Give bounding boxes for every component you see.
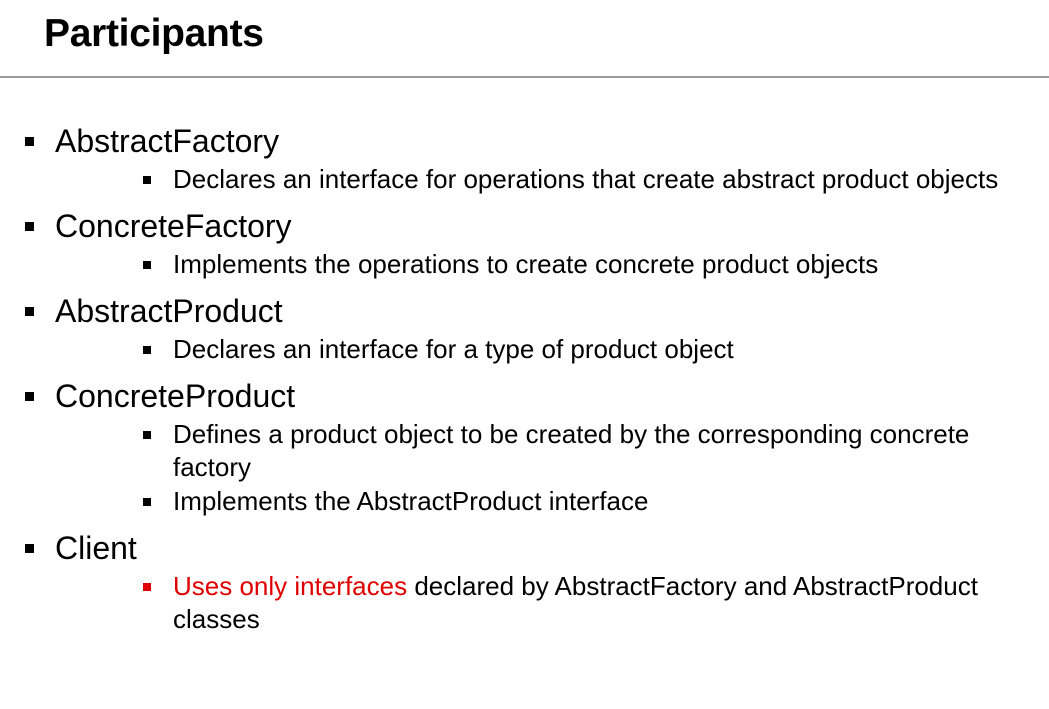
highlighted-phrase: Uses only interfaces	[173, 571, 408, 601]
list-item-level1: Client Uses only interfaces declared by …	[0, 527, 1049, 636]
participants-list: AbstractFactory Declares an interface fo…	[0, 120, 1049, 636]
list-item-level2-label: Implements the operations to create conc…	[173, 249, 879, 279]
list-item-level1-label: ConcreteFactory	[55, 208, 292, 244]
square-bullet-icon	[143, 346, 151, 354]
square-bullet-icon	[143, 583, 151, 591]
square-bullet-icon	[143, 176, 151, 184]
sublist: Defines a product object to be created b…	[55, 418, 1049, 518]
list-item-level1-label: ConcreteProduct	[55, 378, 296, 414]
square-bullet-icon	[143, 431, 151, 439]
list-item-level2: Declares an interface for a type of prod…	[55, 333, 1049, 366]
list-item-level2-label: Implements the AbstractProduct interface	[173, 486, 649, 516]
square-bullet-icon	[143, 498, 151, 506]
list-item-level1-label: AbstractFactory	[55, 123, 280, 159]
title-divider	[0, 76, 1049, 78]
slide-body: AbstractFactory Declares an interface fo…	[0, 120, 1049, 636]
slide-title-area: Participants	[0, 0, 1049, 78]
square-bullet-icon	[25, 307, 34, 316]
square-bullet-icon	[25, 544, 34, 553]
list-item-level2: Implements the AbstractProduct interface	[55, 485, 1049, 518]
square-bullet-icon	[143, 261, 151, 269]
list-item-level2-label: Uses only interfaces declared by Abstrac…	[173, 570, 1009, 636]
list-item-level2-label: Declares an interface for a type of prod…	[173, 334, 734, 364]
square-bullet-icon	[25, 392, 34, 401]
list-item-level1: AbstractProduct Declares an interface fo…	[0, 290, 1049, 366]
page-title: Participants	[44, 12, 264, 55]
square-bullet-icon	[25, 222, 34, 231]
list-item-level2-highlighted: Uses only interfaces declared by Abstrac…	[55, 570, 1049, 636]
sublist: Declares an interface for a type of prod…	[55, 333, 1049, 366]
list-item-level1: AbstractFactory Declares an interface fo…	[0, 120, 1049, 196]
sublist: Uses only interfaces declared by Abstrac…	[55, 570, 1049, 636]
list-item-level2: Declares an interface for operations tha…	[55, 163, 1049, 196]
list-item-level2-label: Defines a product object to be created b…	[173, 419, 970, 482]
list-item-level2: Defines a product object to be created b…	[55, 418, 1049, 484]
square-bullet-icon	[25, 137, 34, 146]
list-item-level2-label: Declares an interface for operations tha…	[173, 164, 999, 194]
sublist: Implements the operations to create conc…	[55, 248, 1049, 281]
list-item-level1-label: Client	[55, 530, 137, 566]
list-item-level2: Implements the operations to create conc…	[55, 248, 1049, 281]
list-item-level1: ConcreteFactory Implements the operation…	[0, 205, 1049, 281]
list-item-level1-label: AbstractProduct	[55, 293, 283, 329]
list-item-level1: ConcreteProduct Defines a product object…	[0, 375, 1049, 518]
list-item-level2-remainder: declared by AbstractFactory and Abstract…	[173, 571, 978, 634]
sublist: Declares an interface for operations tha…	[55, 163, 1049, 196]
